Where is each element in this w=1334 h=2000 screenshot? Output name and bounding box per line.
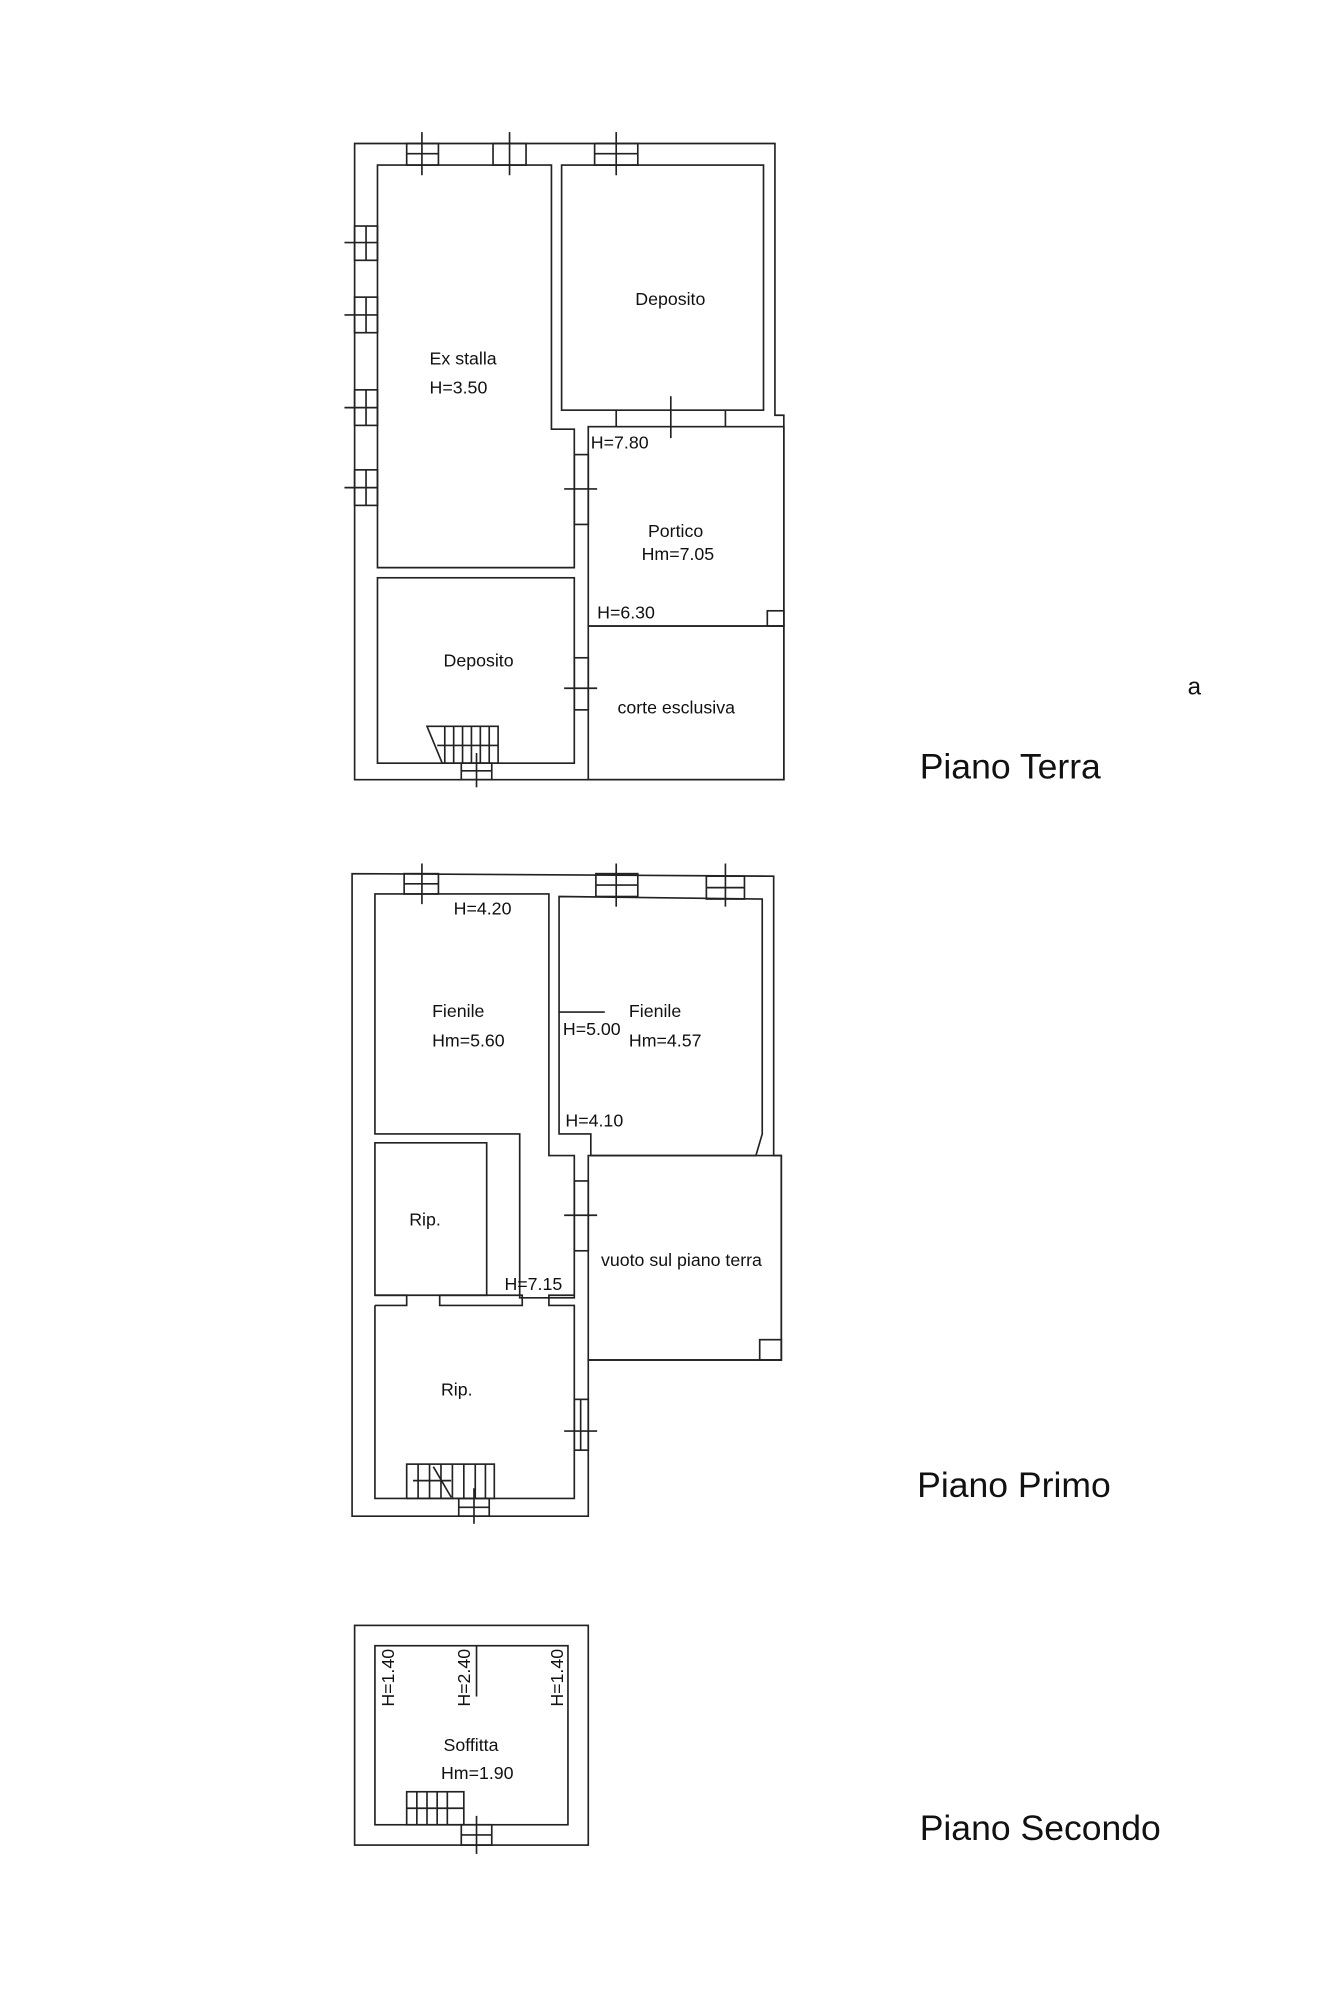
room-label: vuoto sul piano terra (601, 1250, 762, 1270)
window-icon (344, 225, 379, 262)
vuoto-pillar (758, 1338, 783, 1361)
window-icon (595, 863, 639, 907)
outer-wall (353, 142, 785, 781)
door-icon (564, 656, 598, 711)
room-label: Fienile (629, 1001, 681, 1021)
room-label: Rip. (441, 1380, 473, 1400)
window-icon (492, 132, 527, 176)
floor-title: Piano Secondo (920, 1808, 1161, 1848)
room-label: Deposito (635, 289, 705, 309)
floor-title: Piano Terra (920, 746, 1101, 786)
window-icon (705, 863, 746, 907)
stairs-icon (405, 1463, 496, 1500)
window-icon (405, 132, 440, 176)
deposito-top-room (560, 164, 765, 411)
height-label: Hm=4.57 (629, 1030, 702, 1050)
door-icon (457, 1488, 491, 1524)
portico-pillar (766, 609, 785, 627)
window-icon (344, 469, 379, 507)
door-icon (460, 1815, 493, 1854)
height-label: H=4.10 (565, 1110, 623, 1130)
window-icon (344, 389, 379, 427)
fienile-left-room (374, 893, 576, 1299)
height-label: Hm=1.90 (441, 1763, 514, 1783)
marker-label: a (1188, 674, 1202, 701)
ground-floor-plan: Ex stalla H=3.50 Deposito H=7.80 Portico… (344, 132, 1202, 788)
height-label: Hm=7.05 (642, 544, 715, 564)
window-icon (593, 132, 639, 176)
door-icon (564, 453, 598, 526)
room-label: Rip. (409, 1209, 441, 1229)
window-icon (564, 1398, 598, 1451)
height-label: H=5.00 (563, 1019, 621, 1039)
rip-bottom-room (374, 1294, 576, 1500)
height-label: H=1.40 (378, 1649, 398, 1707)
door-icon (564, 1180, 598, 1252)
stairs-icon (425, 725, 499, 764)
height-label: H=4.20 (454, 898, 512, 918)
ex-stalla-room (376, 164, 576, 569)
height-label: H=6.30 (597, 602, 655, 622)
outer-wall (351, 872, 783, 1518)
height-label: H=7.80 (591, 432, 649, 452)
floor-title: Piano Primo (917, 1465, 1111, 1505)
first-floor-plan: H=4.20 Fienile Hm=5.60 H=5.00 Fienile Hm… (351, 863, 1111, 1524)
opening-icon (615, 396, 727, 439)
height-label: Hm=5.60 (432, 1030, 505, 1050)
height-label: H=2.40 (454, 1649, 474, 1707)
room-label: Deposito (444, 651, 514, 671)
window-icon (344, 296, 379, 334)
window-icon (403, 863, 440, 905)
room-label: Ex stalla (430, 348, 497, 368)
second-floor-plan: H=1.40 H=2.40 H=1.40 Soffitta Hm=1.90 Pi… (353, 1624, 1161, 1854)
stairs-icon (405, 1790, 465, 1826)
room-label: Fienile (432, 1001, 484, 1021)
room-label: Soffitta (444, 1735, 499, 1755)
height-label: H=7.15 (504, 1274, 562, 1294)
height-label: H=1.40 (547, 1649, 567, 1707)
vuoto-area (587, 1154, 783, 1361)
room-label: Portico (648, 521, 703, 541)
room-label: corte esclusiva (617, 698, 735, 718)
height-label: H=3.50 (430, 378, 488, 398)
door-icon (460, 753, 493, 788)
